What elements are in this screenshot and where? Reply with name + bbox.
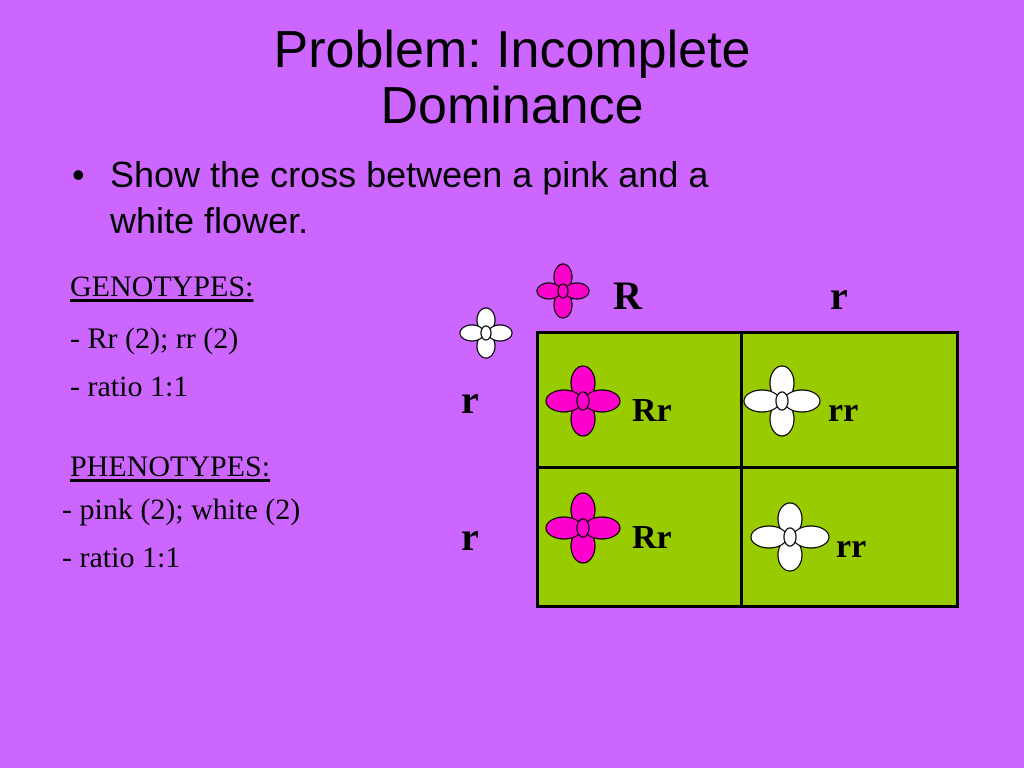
bullet-text: Show the cross between a pink and a whit… [110, 152, 910, 244]
title-line-2: Dominance [380, 77, 644, 135]
cell-r1c1-flower [545, 365, 621, 437]
cell-label-r1c2: rr [828, 392, 859, 429]
bullet-marker: • [72, 154, 85, 195]
white-flower-icon [459, 307, 513, 359]
cell-r1c2-flower [743, 365, 821, 437]
column-allele-2: r [830, 273, 848, 318]
cell-label-r2c2: rr [836, 528, 867, 565]
parent-top-pink-flower [536, 263, 590, 319]
white-flower-icon [743, 365, 821, 437]
phenotypes-heading: PHENOTYPES: [70, 450, 271, 483]
cell-label-r2c1: Rr [632, 519, 672, 556]
phenotypes-item-1: - pink (2); white (2) [62, 493, 301, 526]
row-allele-1: r [461, 377, 479, 422]
title-line-1: Problem: Incomplete [273, 21, 751, 79]
bullet-line-2: white flower. [110, 200, 309, 241]
phenotypes-item-2: - ratio 1:1 [62, 541, 181, 574]
cell-r2c2-flower [750, 502, 830, 572]
bullet-line-1: Show the cross between a pink and a [110, 154, 709, 195]
cell-r2c1-flower [545, 492, 621, 564]
genotypes-item-2: - ratio 1:1 [70, 370, 189, 403]
page-title: Problem: Incomplete Dominance [0, 22, 1024, 134]
row-allele-2: r [461, 514, 479, 559]
cell-label-r1c1: Rr [632, 392, 672, 429]
column-allele-1: R [613, 273, 642, 318]
genotypes-item-1: - Rr (2); rr (2) [70, 322, 239, 355]
punnett-square [536, 331, 959, 608]
parent-side-white-flower [459, 307, 513, 359]
punnett-vertical-divider [740, 331, 743, 608]
white-flower-icon [750, 502, 830, 572]
pink-flower-icon [545, 365, 621, 437]
genotypes-heading: GENOTYPES: [70, 270, 254, 303]
pink-flower-icon [536, 263, 590, 319]
punnett-horizontal-divider [536, 466, 956, 469]
pink-flower-icon [545, 492, 621, 564]
